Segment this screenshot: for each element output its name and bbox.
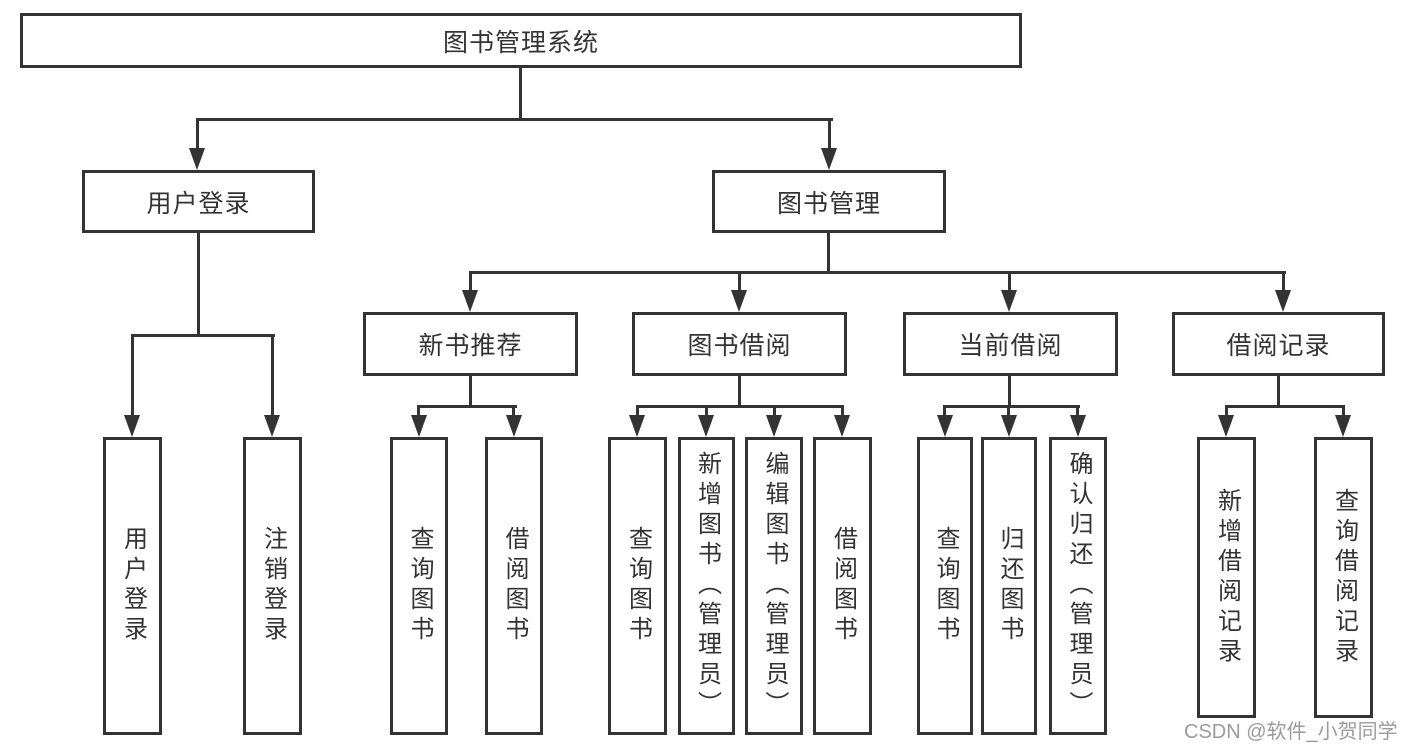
leaf-add-borrow-record: 新增借阅记录 [1197, 437, 1256, 718]
connector-line [131, 334, 134, 415]
node-book-borrow: 图书借阅 [632, 312, 847, 376]
node-current-borrow: 当前借阅 [903, 312, 1118, 376]
node-user-login-label: 用户登录 [146, 189, 251, 218]
arrowhead [1335, 415, 1351, 437]
leaf-add-books-admin: 新增图书（管理员） [678, 437, 735, 735]
connector-line [1277, 376, 1280, 408]
leaf-recommend-query-books-label: 查询图书 [406, 526, 433, 646]
connector-line [943, 405, 1080, 408]
node-book-mgmt-label: 图书管理 [776, 189, 881, 218]
arrowhead [698, 415, 714, 437]
arrowhead [731, 290, 747, 312]
leaf-borrow-books-label: 借阅图书 [829, 526, 857, 646]
leaf-borrow-query-books: 查询图书 [608, 437, 667, 735]
leaf-return-books: 归还图书 [981, 437, 1037, 735]
connector-line [196, 118, 199, 150]
node-root: 图书管理系统 [20, 13, 1022, 68]
connector-line [738, 271, 741, 291]
node-new-book-recommend-label: 新书推荐 [418, 332, 523, 360]
leaf-edit-books-admin-label: 编辑图书（管理员） [761, 451, 788, 721]
connector-line [773, 405, 776, 417]
connector-line [1342, 405, 1345, 417]
connector-line [417, 405, 420, 417]
leaf-current-query-books-label: 查询图书 [932, 526, 959, 646]
leaf-recommend-query-books: 查询图书 [390, 437, 448, 735]
connector-line [417, 405, 517, 408]
leaf-user-login-label: 用户登录 [119, 526, 147, 646]
connector-line [1225, 405, 1228, 417]
connector-line [841, 405, 844, 417]
connector-line [1008, 376, 1011, 408]
connector-line [469, 271, 472, 291]
leaf-user-login: 用户登录 [103, 437, 162, 735]
leaf-edit-books-admin: 编辑图书（管理员） [745, 437, 803, 735]
connector-line [512, 405, 515, 417]
arrowhead [124, 415, 140, 437]
node-new-book-recommend: 新书推荐 [363, 312, 578, 376]
arrowhead [411, 415, 427, 437]
node-current-borrow-label: 当前借阅 [958, 332, 1063, 360]
connector-line [1007, 405, 1010, 417]
connector-line [705, 405, 708, 417]
connector-line [1076, 405, 1079, 417]
arrowhead [1275, 290, 1291, 312]
connector-line [1008, 271, 1011, 291]
leaf-recommend-borrow-books: 借阅图书 [485, 437, 543, 735]
leaf-confirm-return-admin: 确认归还（管理员） [1049, 437, 1107, 735]
connector-line [271, 334, 274, 415]
arrowhead [506, 415, 522, 437]
arrowhead [1218, 415, 1234, 437]
leaf-confirm-return-admin-label: 确认归还（管理员） [1065, 451, 1092, 721]
connector-line [943, 405, 946, 417]
arrowhead [189, 148, 205, 170]
leaf-borrow-books: 借阅图书 [813, 437, 872, 735]
arrowhead [462, 290, 478, 312]
leaf-query-borrow-record: 查询借阅记录 [1314, 437, 1373, 718]
node-book-mgmt: 图书管理 [712, 170, 946, 233]
connector-line [196, 118, 833, 121]
arrowhead [1070, 415, 1086, 437]
arrowhead [821, 148, 837, 170]
connector-line [1225, 405, 1345, 408]
arrowhead [937, 415, 953, 437]
arrowhead [1001, 290, 1017, 312]
leaf-borrow-query-books-label: 查询图书 [624, 526, 652, 646]
connector-line [636, 405, 639, 417]
leaf-logout-label: 注销登录 [259, 526, 287, 646]
leaf-return-books-label: 归还图书 [996, 526, 1023, 646]
leaf-logout: 注销登录 [243, 437, 302, 735]
connector-line [738, 376, 741, 408]
connector-line [519, 68, 522, 121]
arrowhead [629, 415, 645, 437]
connector-line [131, 334, 275, 337]
leaf-query-borrow-record-label: 查询借阅记录 [1330, 487, 1358, 668]
node-book-borrow-label: 图书借阅 [687, 332, 792, 360]
connector-line [827, 233, 830, 274]
arrowhead [264, 415, 280, 437]
node-user-login: 用户登录 [82, 170, 315, 233]
leaf-recommend-borrow-books-label: 借阅图书 [501, 526, 528, 646]
connector-line [828, 118, 831, 150]
leaf-add-books-admin-label: 新增图书（管理员） [693, 451, 721, 721]
leaf-add-borrow-record-label: 新增借阅记录 [1213, 487, 1241, 668]
arrowhead [766, 415, 782, 437]
node-borrow-records-label: 借阅记录 [1226, 332, 1331, 360]
csdn-watermark: CSDN @软件_小贺同学 [1184, 721, 1398, 743]
arrowhead [834, 415, 850, 437]
connector-line [469, 376, 472, 408]
leaf-current-query-books: 查询图书 [917, 437, 973, 735]
arrowhead [1001, 415, 1017, 437]
connector-line [197, 233, 200, 337]
node-borrow-records: 借阅记录 [1172, 312, 1385, 376]
connector-line [469, 271, 1286, 274]
connector-line [1282, 271, 1285, 291]
node-root-label: 图书管理系统 [442, 28, 599, 57]
connector-line [636, 405, 844, 408]
